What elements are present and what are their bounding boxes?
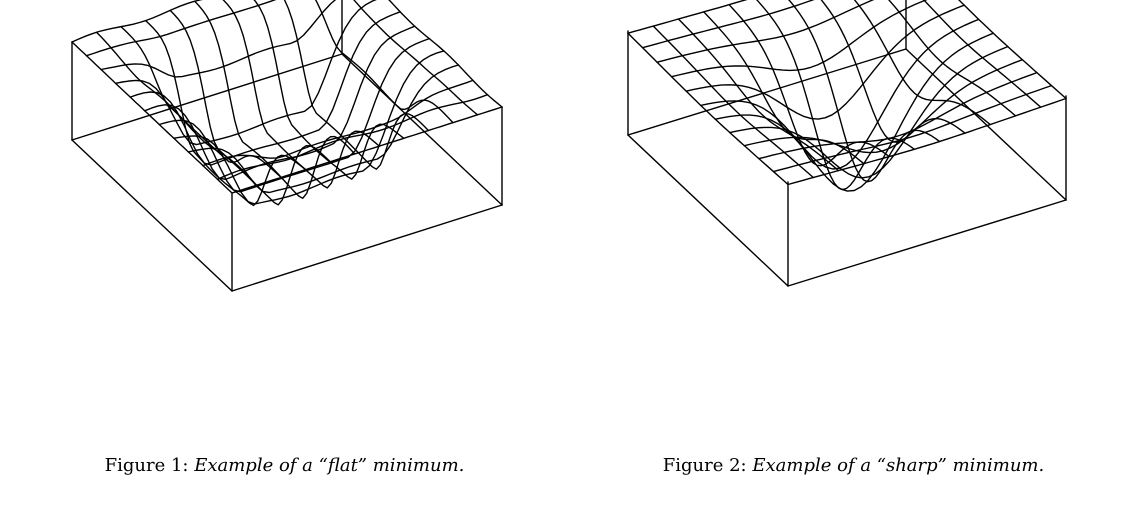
box-edge-0 [787, 199, 1067, 287]
mesh-line-u-5 [714, 32, 994, 192]
mesh-line-v-8 [283, 0, 430, 170]
mesh-line-u-7 [129, 11, 401, 166]
mesh-line-u-1 [772, 84, 1053, 173]
mesh-line-u-10 [85, 0, 277, 57]
mesh-line-v-5 [193, 0, 356, 200]
sharp-minimum-surface-plot [627, 0, 1067, 287]
mesh-line-v-5 [755, 0, 916, 191]
mesh-line-v-9 [888, 0, 1017, 117]
mesh-line-u-2 [758, 71, 1038, 160]
mesh-line-u-10 [641, 0, 815, 49]
mesh-line-v-4 [728, 3, 890, 167]
mesh-line-v-2 [120, 26, 282, 179]
box-edge-7 [905, 48, 1067, 201]
figure-1: Figure 1: Example of a “flat” minimum. [0, 0, 569, 476]
mesh-line-v-3 [703, 11, 865, 165]
mesh-line-v-3 [144, 19, 307, 207]
figure-1-label: Figure 1: [104, 455, 189, 476]
mesh-line-u-5 [158, 37, 430, 193]
mesh-line-v-8 [853, 0, 991, 126]
mesh-line-u-6 [143, 25, 416, 181]
mesh-line-v-6 [222, 0, 380, 189]
mesh-line-u-9 [100, 0, 337, 78]
mesh-line-v-11 [388, 0, 503, 108]
mesh-line-u-8 [670, 0, 928, 78]
box-edge-6 [627, 48, 907, 136]
mesh-line-u-3 [187, 64, 460, 194]
mesh-line-v-0 [71, 41, 233, 194]
box-edge-0 [231, 204, 503, 292]
mesh-line-u-11 [627, 0, 748, 34]
mesh-line-u-11 [71, 0, 203, 43]
mesh-line-u-4 [729, 45, 1009, 179]
mesh-line-v-2 [677, 18, 840, 172]
mesh-line-u-6 [699, 18, 980, 170]
mesh-line-u-3 [743, 59, 1024, 154]
flat-minimum-surface-plot [71, 0, 503, 292]
figure-2-label: Figure 2: [662, 455, 747, 476]
mesh-line-v-9 [314, 0, 454, 124]
box-edge-1 [71, 139, 233, 292]
box-edge-1 [627, 134, 789, 287]
mesh-line-u-4 [173, 50, 445, 205]
mesh-line-u-8 [114, 0, 377, 146]
mesh-line-v-7 [253, 0, 405, 180]
mesh-line-u-9 [656, 0, 875, 63]
mesh-line-v-6 [788, 0, 941, 183]
mesh-line-u-7 [685, 4, 965, 120]
mesh-line-v-11 [958, 0, 1067, 100]
mesh-line-v-0 [627, 32, 789, 186]
figure-2: Figure 2: Example of a “sharp” minimum. [569, 0, 1138, 514]
mesh-line-v-4 [169, 9, 331, 206]
box-edge-7 [341, 53, 503, 206]
figure-1-caption: Figure 1: Example of a “flat” minimum. [0, 455, 569, 476]
mesh-line-u-0 [231, 106, 503, 194]
box-edge-6 [71, 53, 343, 141]
mesh-line-v-10 [353, 0, 479, 116]
figure-2-caption-text: Example of a “sharp” minimum. [752, 455, 1045, 476]
figure-2-caption: Figure 2: Example of a “sharp” minimum. [569, 455, 1138, 476]
mesh-line-v-7 [820, 0, 966, 144]
figure-1-caption-text: Example of a “flat” minimum. [194, 455, 465, 476]
mesh-line-u-0 [787, 97, 1067, 186]
mesh-line-v-1 [652, 25, 815, 179]
mesh-line-v-10 [922, 0, 1042, 108]
